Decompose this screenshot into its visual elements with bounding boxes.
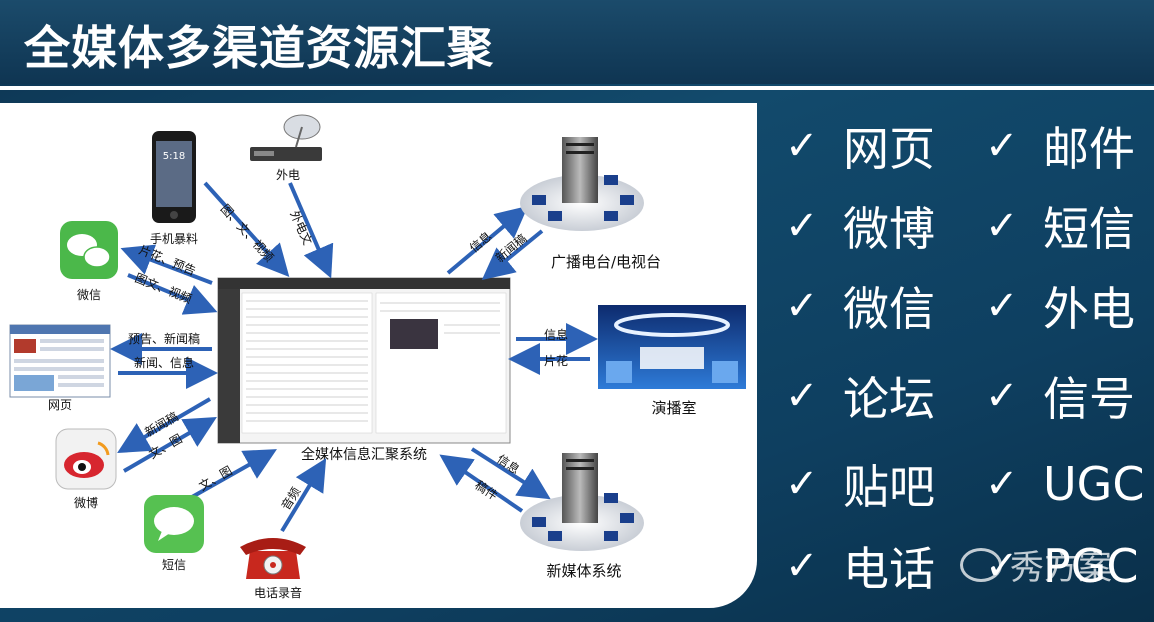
checklist-item: ✓ 外电 [985,266,1135,346]
arrow-weibo-to-system [122,416,217,473]
checklist-item: ✓ UGC [985,444,1144,524]
check-icon: ✓ [785,373,819,419]
studio-photo-icon [598,305,746,389]
sms-icon [144,495,204,553]
arrow-system-to-wechat [120,244,213,285]
page-title: 全媒体多渠道资源汇聚 [24,21,494,75]
channel-checklist: ✓ 网页 ✓ 邮件 ✓ 微博 ✓ 短信 ✓ 微信 ✓ 外电 ✓ 论坛 ✓ 信号 … [785,106,1145,606]
checklist-label: PGC [1043,539,1139,593]
wechat-label: 微信 [77,288,101,302]
checklist-label: 信号 [1043,372,1135,426]
edge-label-web-in: 新闻、信息 [134,355,194,370]
check-icon: ✓ [985,461,1019,507]
checklist-label: 贴吧 [843,460,935,514]
checklist-label: 微信 [843,282,935,336]
checklist-label: 网页 [843,122,935,176]
checklist-label: 外电 [1043,282,1135,336]
checklist-item: ✓ 微信 [785,266,935,346]
checklist-item: ✓ 贴吧 [785,444,935,524]
wechat-watermark-icon [960,547,1002,582]
satellite-receiver-icon [250,114,322,161]
arrow-broadcast-to-system [481,229,544,281]
center-system-screenshot [217,277,511,444]
edge-label-wechat-in: 片花、预告 [137,242,198,278]
checklist-item: ✓ 论坛 [785,356,935,436]
edge-label-sms: 文、图 [196,463,235,494]
arrow-wechat-to-system [127,273,218,315]
newmedia-label: 新媒体系统 [546,562,621,580]
checklist-item: ✓ 信号 [985,356,1135,436]
arrow-system-to-newmedia [470,447,551,500]
studio-label: 演播室 [651,399,696,417]
checklist-label: 邮件 [1043,122,1135,176]
checklist-item: ✓ 网页 [785,106,935,186]
arrow-system-to-weibo [117,397,212,454]
checklist-label: UGC [1043,457,1145,511]
check-icon: ✓ [985,373,1019,419]
check-icon: ✓ [985,203,1019,249]
watermark-text: 秀方案 [1010,548,1112,588]
checklist-label: 电话 [843,542,935,596]
edge-label-broadcast-in: 信息 [466,228,494,255]
arrow-phone-to-system [203,181,290,277]
flow-arrows [110,181,598,533]
checklist-item: ✓ 微博 [785,186,935,266]
diagram-canvas: 全媒体信息汇聚系统 图、文、视频 外电文 片花、预告 图文、视频 [9,114,746,600]
checklist-item: ✓ 短信 [985,186,1135,266]
watermark: 秀方案 [960,540,1112,589]
sms-label: 短信 [162,558,186,572]
check-icon: ✓ [785,203,819,249]
arrow-telephone-to-system [280,458,327,533]
telephone-icon [240,538,306,579]
check-icon: ✓ [785,123,819,169]
edge-label-phone: 图、文、视频 [218,201,277,265]
arrow-satellite-to-system [288,182,334,279]
webpage-thumbnail-icon [9,324,111,398]
weibo-icon [55,428,117,490]
arrow-system-to-broadcast [446,205,529,275]
title-bar: 全媒体多渠道资源汇聚 [0,0,1154,84]
checklist-item: ✓ 邮件 [985,106,1135,186]
newmedia-server-cluster-icon [520,453,644,551]
title-divider [0,86,1154,90]
webpage-label: 网页 [48,398,72,412]
check-icon: ✓ [985,283,1019,329]
check-icon: ✓ [785,543,819,589]
arrow-sms-to-system [191,449,277,499]
edge-label-studio-in: 片花 [544,353,568,368]
check-icon: ✓ [785,283,819,329]
broadcast-label: 广播电台/电视台 [551,253,661,271]
checklist-label: 论坛 [843,372,935,426]
satellite-label: 外电 [276,168,300,182]
edge-label-web-out: 预告、新闻稿 [128,331,200,346]
phone-label: 手机暴料 [150,232,198,246]
telephone-label: 电话录音 [254,585,302,600]
center-system-label: 全媒体信息汇聚系统 [301,446,427,463]
wechat-icon [60,221,118,279]
phone-clock: 5:18 [163,151,185,162]
checklist-item: ✓ 电话 [785,526,935,606]
weibo-label: 微博 [74,495,98,510]
edge-label-studio-out: 信息 [544,327,568,342]
checklist-label: 短信 [1043,202,1135,256]
broadcast-server-cluster-icon [520,137,644,231]
checklist-label: 微博 [843,202,935,256]
diagram-panel: 全媒体信息汇聚系统 图、文、视频 外电文 片花、预告 图文、视频 [0,103,757,608]
check-icon: ✓ [785,461,819,507]
edge-label-wechat-out: 图文、视频 [133,270,194,306]
check-icon: ✓ [985,123,1019,169]
arrow-newmedia-to-system [439,454,524,513]
phone-icon: 5:18 [152,131,196,223]
